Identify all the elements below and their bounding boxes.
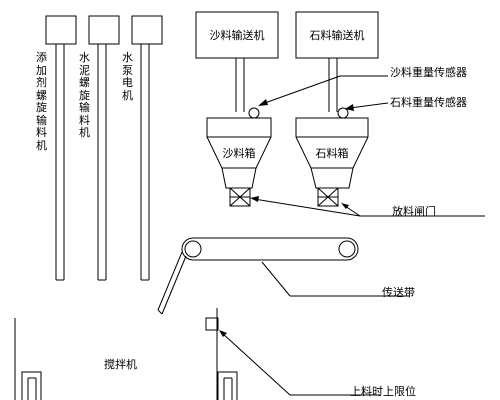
conveyor-belt — [181, 237, 359, 261]
cement-screw-column — [88, 15, 120, 281]
discharge-gate-label: 放料闸门 — [392, 205, 436, 218]
additive-screw-conveyor-label: 添加剂螺旋输料机 — [36, 51, 47, 152]
leader-lines — [219, 75, 485, 396]
sand-conveyor-label: 沙料输送机 — [209, 29, 265, 42]
stone-weight-sensor — [337, 107, 349, 119]
sand-weight-sensor — [248, 107, 260, 119]
upper-limit-label: 上料时上限位 — [350, 385, 416, 398]
water-pump-label: 水泵电机 — [122, 51, 133, 102]
stone-bin — [295, 117, 369, 207]
stone-conveyor-label: 石料输送机 — [309, 29, 365, 42]
water-pump-column — [131, 15, 163, 281]
stone-weight-sensor-label: 石料重量传感器 — [390, 96, 467, 109]
conveyor-belt-label: 传送带 — [382, 286, 415, 299]
sand-weight-sensor-label: 沙料重量传感器 — [390, 66, 467, 79]
sand-conveyor-unit — [195, 11, 279, 112]
stone-bin-label: 石料箱 — [315, 147, 349, 160]
feed-chute — [157, 251, 187, 315]
sand-bin — [206, 117, 272, 207]
mixer-frame — [14, 308, 238, 400]
additive-screw-column — [45, 15, 77, 281]
stone-conveyor-unit — [295, 11, 379, 112]
mixer-label: 搅拌机 — [104, 358, 137, 371]
cement-screw-conveyor-label: 水泥螺旋输料机 — [79, 51, 90, 139]
upper-limit-switch — [205, 317, 219, 331]
sand-bin-label: 沙料箱 — [222, 147, 256, 160]
